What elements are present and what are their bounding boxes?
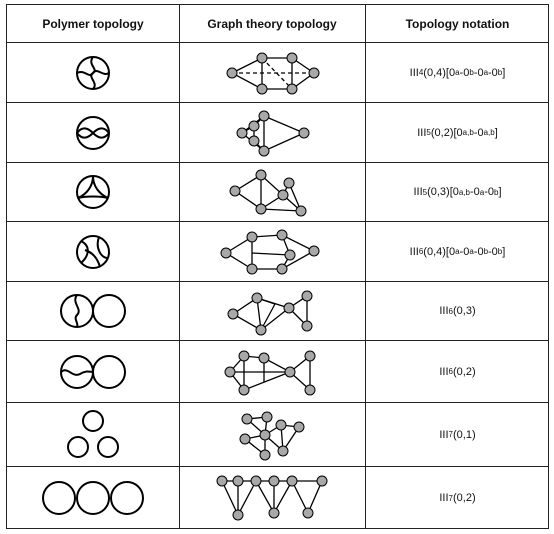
notation-tail: (0,1) (453, 428, 476, 441)
row-divider (7, 402, 548, 403)
notation-superscript: b (497, 68, 503, 77)
notation-segment: -0 (488, 245, 498, 258)
column-divider (365, 5, 366, 528)
notation-tail: (0,3) (453, 305, 476, 317)
notation-superscript: b (469, 68, 474, 77)
notation-subscript: 5 (422, 187, 428, 197)
graph-topology-diagram (179, 341, 365, 402)
polymer-topology-diagram (7, 403, 179, 466)
polymer-topology-diagram (7, 43, 179, 102)
notation-base: III (409, 245, 419, 258)
graph-topology-diagram (179, 163, 365, 221)
notation-base: III (417, 126, 427, 139)
graph-topology-diagram (179, 467, 365, 529)
notation-segment: -0 (473, 66, 484, 79)
graph-node (226, 52, 320, 94)
graph-node (224, 350, 316, 395)
notation-superscript: b (494, 187, 499, 197)
polymer-topology-diagram (7, 341, 179, 402)
graph-topology-diagram (179, 222, 365, 281)
row-divider (7, 162, 548, 163)
row-divider (7, 340, 548, 341)
notation-segment: ] (502, 245, 506, 258)
notation-subscript: 6 (448, 367, 453, 376)
graph-node (227, 290, 313, 336)
graph-topology-diagram (179, 403, 365, 466)
notation-segment: ] (494, 126, 498, 139)
notation-base: III (439, 428, 449, 441)
row-divider (7, 42, 548, 43)
notation-segment: -0 (459, 245, 470, 258)
notation-superscript: a (455, 68, 460, 77)
notation-tail: (0,2)[0 (430, 126, 463, 139)
notation-base: III (439, 305, 449, 317)
graph-node (220, 229, 320, 274)
graph-node (236, 110, 310, 156)
notation-tail: (0,3)[0 (427, 186, 459, 198)
notation-superscript: a,b (462, 128, 474, 137)
notation-base: III (439, 365, 449, 378)
header-graph-theory-topology: Graph theory topology (207, 16, 337, 31)
notation-subscript: 6 (418, 247, 424, 256)
graph-node (239, 411, 305, 460)
graph-node (216, 475, 328, 521)
notation-subscript: 5 (426, 128, 431, 137)
row-divider (7, 102, 548, 103)
notation-base: III (439, 492, 449, 504)
notation-subscript: 7 (448, 493, 453, 503)
polymer-topology-diagram (7, 163, 179, 221)
notation-subscript: 6 (448, 306, 453, 316)
graph-topology-diagram (179, 103, 365, 162)
notation-superscript: a (483, 68, 489, 77)
header-topology-notation: Topology notation (405, 16, 510, 31)
topology-table: Polymer topology Graph theory topology T… (6, 4, 549, 529)
polymer-topology-diagram (7, 282, 179, 340)
notation-tail: (0,2) (453, 365, 476, 378)
notation-segment: -0 (484, 186, 495, 198)
notation-tail: (0,4)[0 (423, 66, 456, 79)
notation-segment: -0 (470, 186, 480, 198)
notation-superscript: a (455, 247, 460, 256)
notation-superscript: b (483, 247, 489, 256)
graph-topology-diagram (179, 282, 365, 340)
row-divider (7, 466, 548, 467)
notation-segment: -0 (488, 66, 498, 79)
polymer-topology-diagram (7, 103, 179, 162)
graph-node (229, 169, 307, 217)
notation-segment: ] (502, 66, 506, 79)
notation-superscript: a (469, 247, 474, 256)
polymer-topology-diagram (7, 222, 179, 281)
notation-segment: -0 (473, 126, 484, 139)
notation-tail: (0,4)[0 (423, 245, 456, 258)
notation-base: III (413, 186, 423, 198)
notation-tail: (0,2) (453, 492, 476, 504)
notation-superscript: a (479, 187, 485, 197)
polymer-topology-diagram (7, 467, 179, 529)
notation-segment: -0 (473, 245, 484, 258)
notation-subscript: 7 (448, 430, 453, 439)
notation-superscript: a,b (458, 187, 470, 197)
notation-segment: ] (498, 186, 502, 198)
column-divider (179, 5, 180, 528)
header-polymer-topology: Polymer topology (42, 16, 144, 31)
notation-base: III (409, 66, 419, 79)
notation-superscript: b (497, 247, 503, 256)
notation-superscript: a,b (483, 128, 495, 137)
row-divider (7, 221, 548, 222)
notation-subscript: 4 (418, 68, 424, 77)
notation-segment: -0 (459, 66, 470, 79)
row-divider (7, 281, 548, 282)
graph-topology-diagram (179, 43, 365, 102)
